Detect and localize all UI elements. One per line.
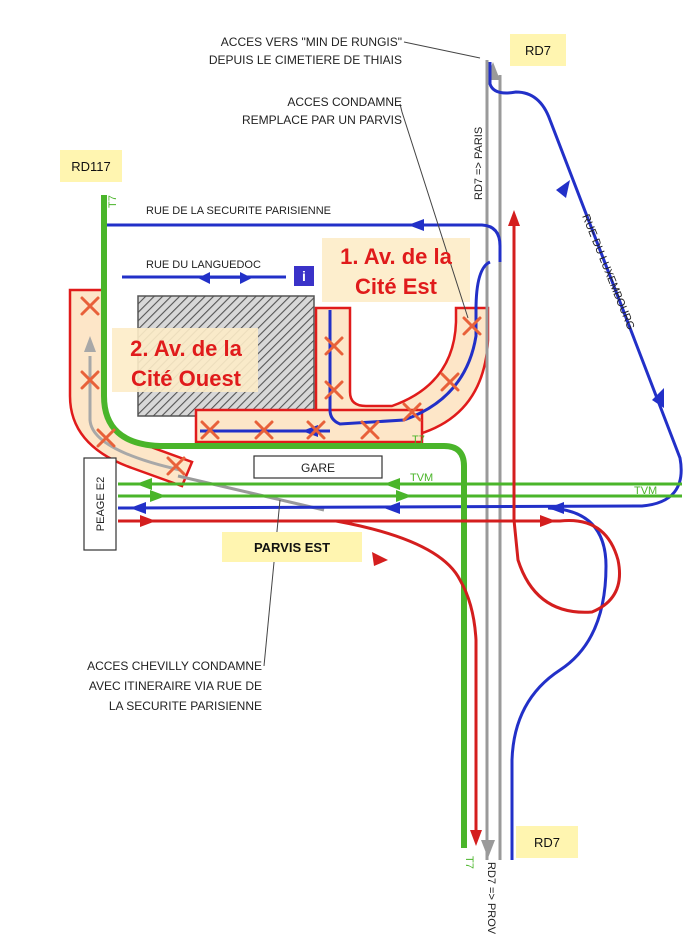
blue-arrow-lux-1 xyxy=(556,180,570,198)
t7-label-top: T7 xyxy=(107,195,119,208)
gare-building: GARE xyxy=(253,455,383,479)
blue-arrow-lux-2 xyxy=(652,388,664,408)
zone-cite-ouest-title-2: Cité Ouest xyxy=(131,366,242,391)
t7-label-bottom: T7 xyxy=(463,856,475,869)
closure-cross xyxy=(360,420,380,440)
closure-cross xyxy=(80,370,100,390)
badge-rd7-bottom: RD7 xyxy=(516,826,578,858)
peage-label: PEAGE E2 xyxy=(95,477,107,531)
tram-t7-line xyxy=(101,195,467,848)
note-condamne-1: ACCES CONDAMNE xyxy=(287,95,402,109)
note-condamne-2: REMPLACE PAR UN PARVIS xyxy=(242,113,402,127)
street-languedoc: RUE DU LANGUEDOC xyxy=(146,259,261,271)
closure-cross xyxy=(96,428,116,448)
badge-parvis-est: PARVIS EST xyxy=(222,532,362,562)
blue-arrow-securite xyxy=(408,219,424,231)
red-arrow-3 xyxy=(540,515,556,527)
info-icon: i xyxy=(294,266,314,286)
note-rungis-1: ACCES VERS "MIN DE RUNGIS" xyxy=(221,35,402,49)
tvm-arrow-3 xyxy=(396,490,412,502)
leader-lines xyxy=(263,41,481,667)
blue-arrow-tvm-blue-3 xyxy=(548,502,564,514)
badge-parvis-est-text: PARVIS EST xyxy=(254,540,330,555)
closure-cross xyxy=(462,316,482,336)
tvm-label-2: TVM xyxy=(634,485,657,497)
closure-crosses xyxy=(80,296,482,476)
note-chevilly-1: ACCES CHEVILLY CONDAMNE xyxy=(87,659,262,673)
closure-cross xyxy=(80,296,100,316)
blue-route-securite xyxy=(104,223,502,262)
red-arrow-north xyxy=(508,210,520,226)
badge-rd117-text: RD117 xyxy=(71,159,111,174)
note-chevilly-3: LA SECURITE PARISIENNE xyxy=(109,699,262,713)
closure-cross xyxy=(306,420,326,440)
note-rungis-2: DEPUIS LE CIMETIERE DE THIAIS xyxy=(209,53,402,67)
peage-e2-building: PEAGE E2 xyxy=(83,457,117,551)
grey-path-ouest xyxy=(84,336,181,472)
red-route xyxy=(118,214,621,838)
tvm-label-1: TVM xyxy=(410,472,433,484)
blue-route-luxembourg xyxy=(117,62,683,860)
zone-cite-ouest-title-1: 2. Av. de la xyxy=(130,336,242,361)
closure-cross xyxy=(324,380,344,400)
closure-cross xyxy=(254,420,274,440)
red-arrow-1 xyxy=(140,515,156,527)
badge-rd7-top: RD7 xyxy=(510,34,566,66)
closure-cross xyxy=(440,372,460,392)
closure-cross xyxy=(324,336,344,356)
t7-label-mid: T7 xyxy=(412,434,425,446)
rd7-arrow-south xyxy=(481,840,495,858)
blue-arrow-tvm-blue xyxy=(384,502,400,514)
street-rd7-prov: RD7 => PROV xyxy=(485,862,497,935)
tvm-arrow-1 xyxy=(136,478,152,490)
street-rd7-paris: RD7 => PARIS xyxy=(473,127,485,200)
badge-rd7-top-text: RD7 xyxy=(525,43,551,58)
zone-cite-ouest-label-box xyxy=(112,328,258,392)
badge-rd7-bottom-text: RD7 xyxy=(534,835,560,850)
gare-label: GARE xyxy=(301,461,335,475)
badge-rd117: RD117 xyxy=(60,150,122,182)
street-securite: RUE DE LA SECURITE PARISIENNE xyxy=(146,205,331,217)
closure-cross xyxy=(200,420,220,440)
street-luxembourg: RUE DU LUXEMBOURG xyxy=(579,213,636,332)
languedoc-double-arrow xyxy=(198,272,252,284)
closure-cross xyxy=(402,402,422,422)
info-glyph: i xyxy=(302,268,306,284)
rd7-road xyxy=(177,60,502,860)
zone-cite-est-title-1: 1. Av. de la xyxy=(340,244,452,269)
closure-cross xyxy=(166,456,186,476)
blue-arrow-tvm-blue-2 xyxy=(130,502,146,514)
note-chevilly-2: AVEC ITINERAIRE VIA RUE DE xyxy=(89,679,262,693)
zone-cite-est-title-2: Cité Est xyxy=(355,274,438,299)
red-arrow-south xyxy=(470,830,482,846)
tvm-arrow-2 xyxy=(384,478,400,490)
red-arrow-2 xyxy=(372,552,388,566)
tvm-arrow-4 xyxy=(150,490,166,502)
